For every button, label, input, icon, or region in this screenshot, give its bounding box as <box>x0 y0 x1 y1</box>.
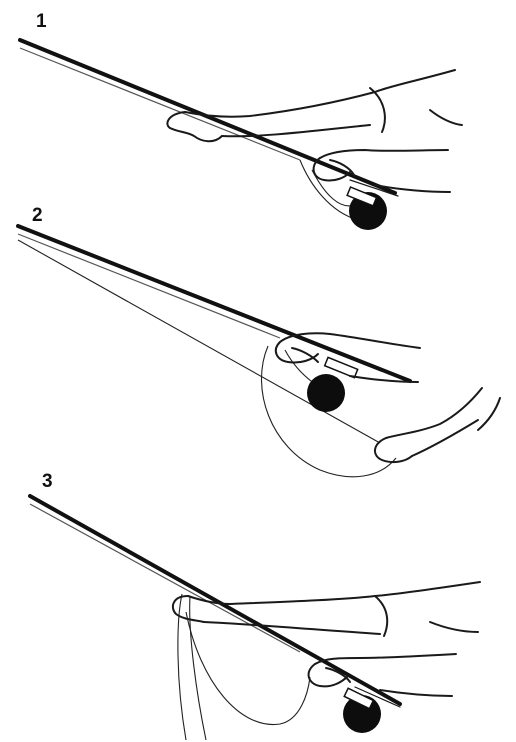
line-hand <box>173 582 480 636</box>
step-2-illustration <box>0 198 516 488</box>
fly-rod <box>18 226 410 381</box>
step-3-panel: 3 <box>0 462 516 742</box>
line-hand <box>167 70 462 141</box>
step-3-illustration <box>0 462 516 742</box>
line-hand <box>375 388 500 462</box>
step-2-panel: 2 <box>0 198 516 488</box>
fly-rod <box>20 40 398 196</box>
fly-reel <box>307 374 345 412</box>
rod-hand <box>314 150 450 192</box>
fly-line <box>18 240 396 477</box>
rod-hand <box>309 654 456 696</box>
